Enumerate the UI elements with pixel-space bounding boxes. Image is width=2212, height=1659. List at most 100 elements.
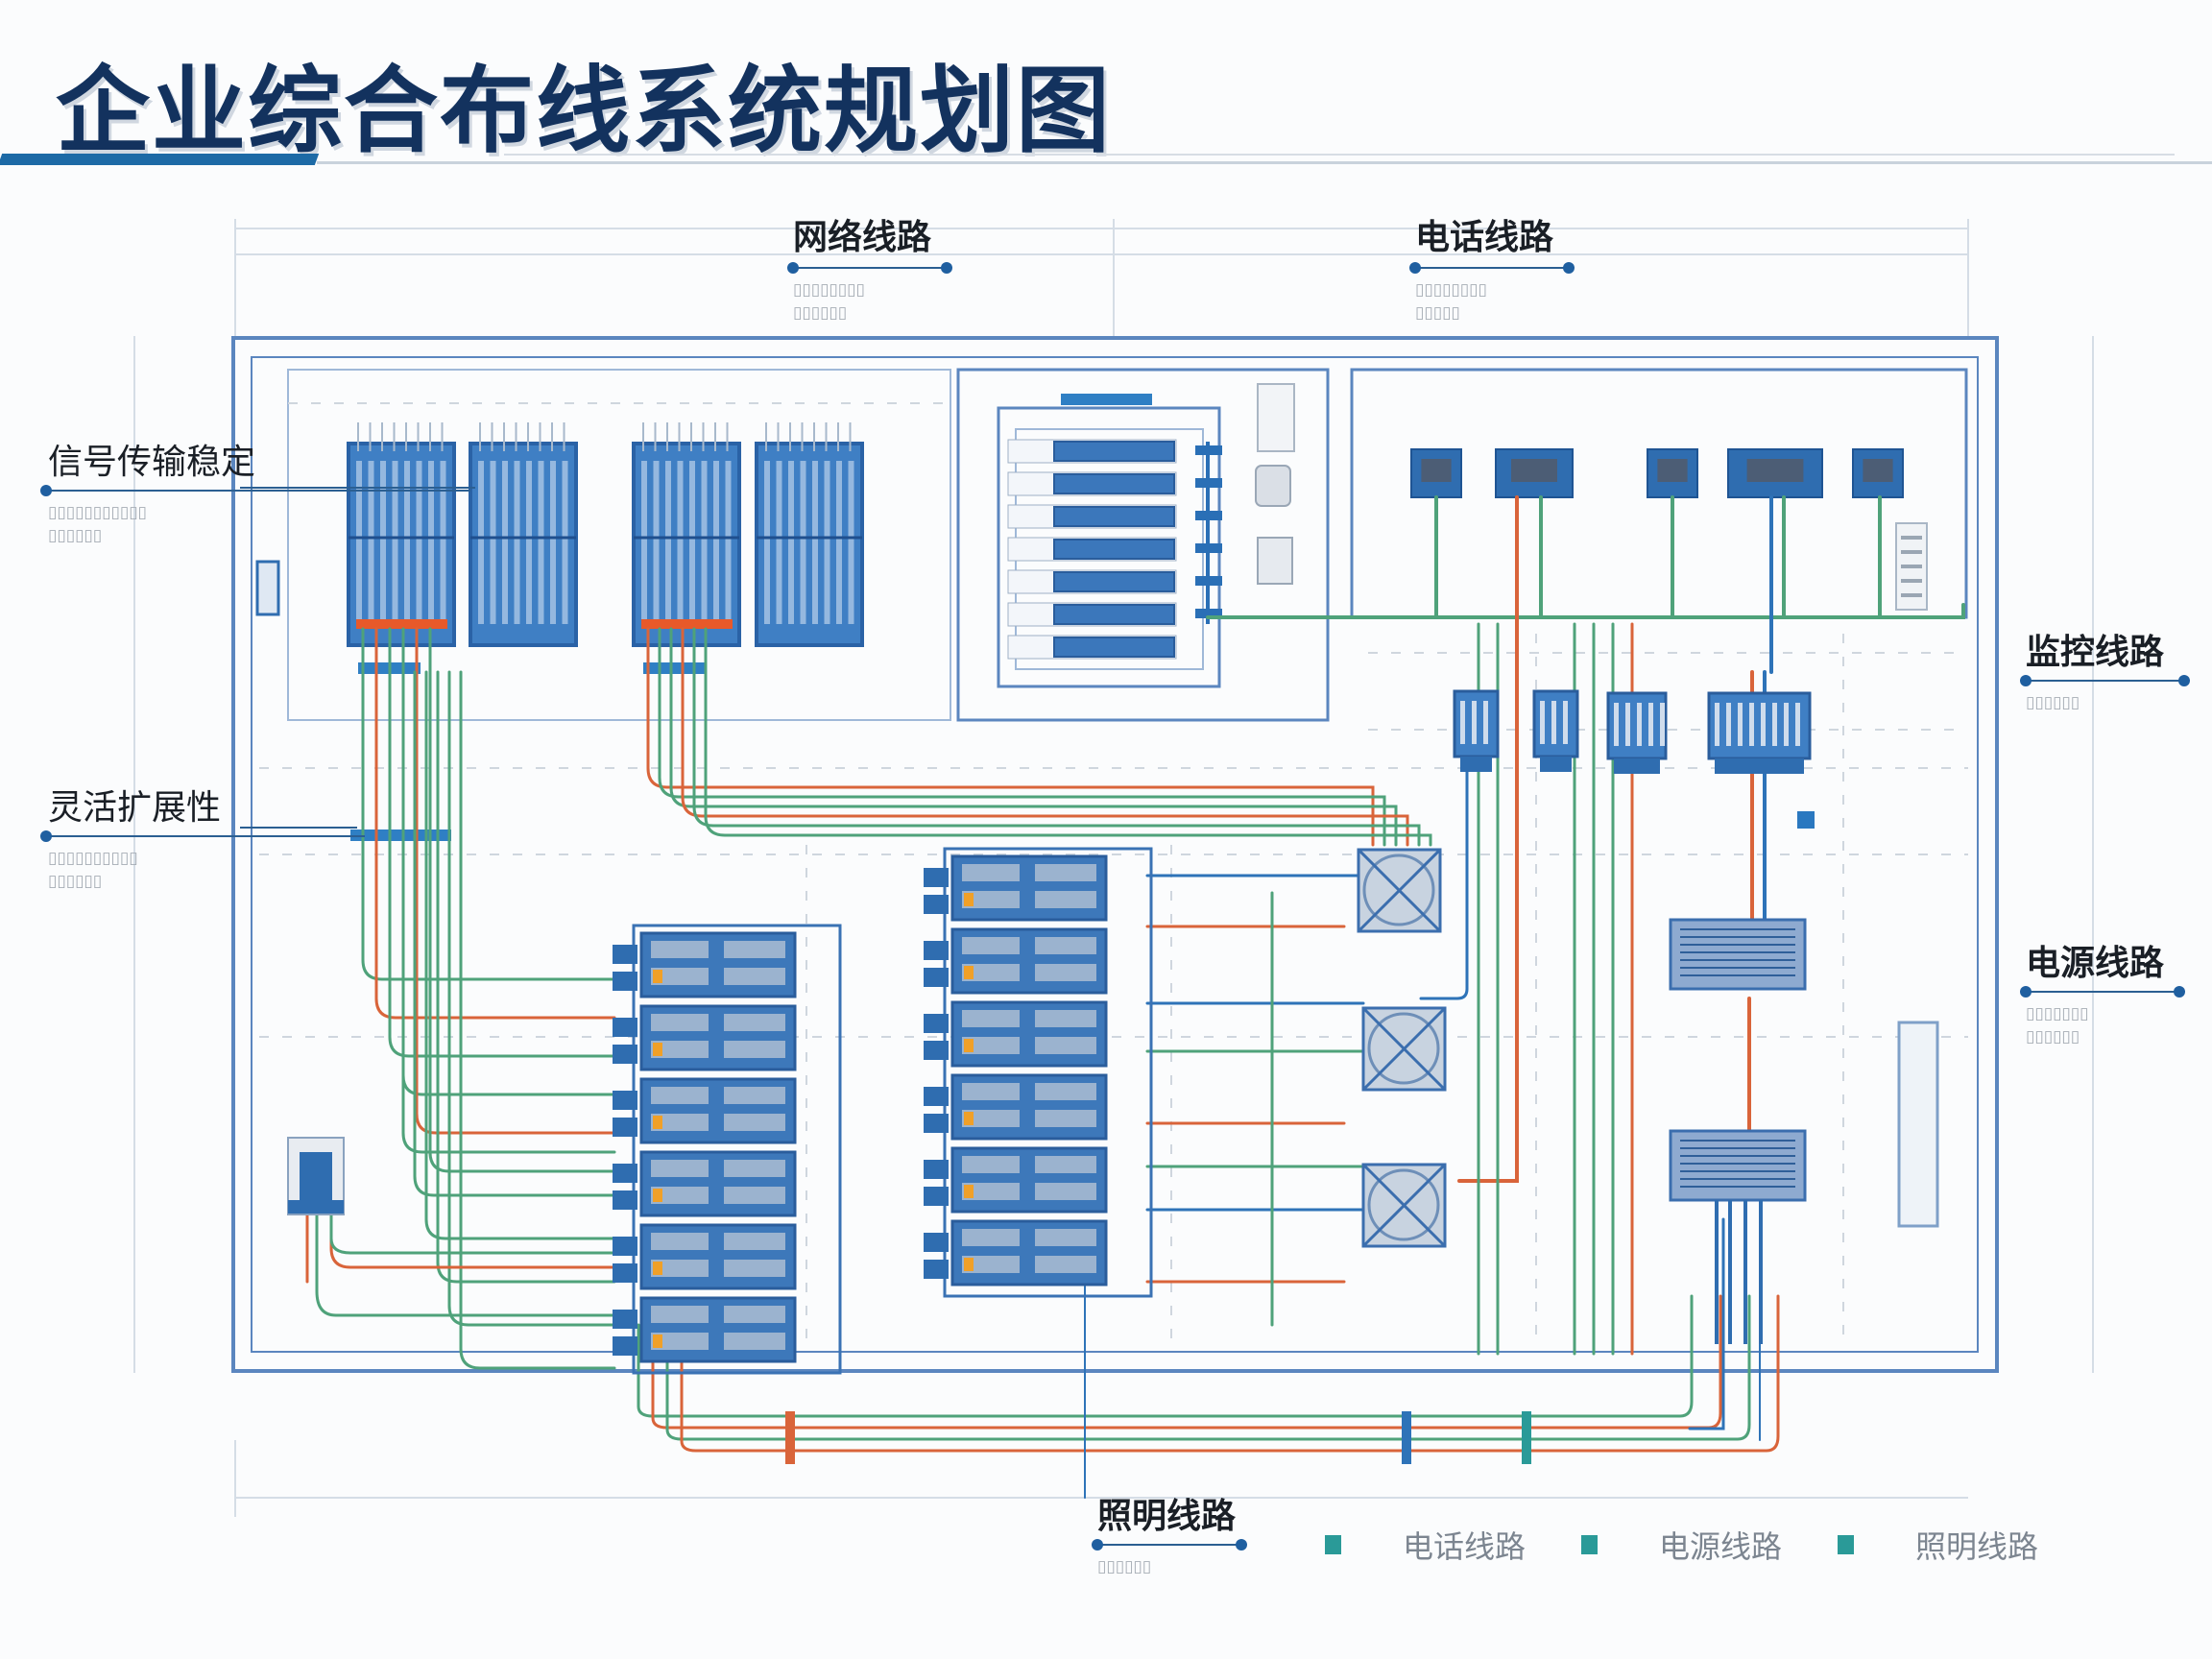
server-bay	[724, 1333, 785, 1350]
port-connector	[924, 1233, 949, 1252]
patch-down-cable	[374, 627, 616, 1020]
legend-label: 电源线路	[1659, 1528, 1783, 1565]
server-bay	[962, 864, 1020, 881]
port-connector	[924, 1014, 949, 1033]
module-slot	[1540, 701, 1545, 744]
cable-clamp	[643, 662, 706, 674]
legend: 电话线路 电源线路 照明线路	[1325, 1523, 2094, 1567]
floor-trunk-cable	[637, 1294, 1694, 1418]
floor-trunk-cable	[651, 1294, 1722, 1430]
fan-unit	[1357, 848, 1442, 933]
patch-panel-body	[755, 442, 864, 647]
fan-cross	[1361, 1006, 1447, 1092]
server-rack-group	[613, 847, 1153, 1375]
rack-unit	[1053, 539, 1175, 560]
monitor-body	[1647, 448, 1698, 498]
module-slot	[1648, 703, 1653, 746]
module-base	[1540, 757, 1572, 772]
network-trunk-cable	[692, 627, 1421, 847]
callout-telephone-title: 电话线路	[1415, 218, 1554, 257]
status-led	[964, 1112, 974, 1125]
patch-port-strip	[764, 461, 770, 624]
callout-monitor-rule	[2020, 675, 2190, 686]
patch-port-strip	[836, 461, 842, 624]
status-led	[964, 1258, 974, 1271]
server-bay	[962, 1083, 1020, 1100]
server-bay	[724, 1233, 785, 1250]
monitor-terminal-group	[1410, 448, 1904, 498]
patch-down-cable	[459, 670, 616, 1370]
module-slot	[1625, 703, 1630, 746]
central-network-rack	[1007, 394, 1222, 660]
server-bay	[1035, 1083, 1096, 1100]
module-body	[1707, 691, 1812, 760]
port-connector	[924, 1087, 949, 1106]
patch-port-strip	[677, 461, 684, 624]
junction-module	[1707, 691, 1812, 774]
monitor-terminal	[1410, 448, 1462, 498]
status-led	[964, 893, 974, 906]
legend-item: 照明线路	[1838, 1523, 2038, 1567]
server-bay	[1035, 1229, 1096, 1246]
patch-down-cable	[447, 670, 616, 1327]
server-bay	[1035, 864, 1096, 881]
legend-label: 电话线路	[1403, 1528, 1527, 1565]
callout-expand-title: 灵活扩展性	[48, 788, 222, 828]
legend-swatch	[1581, 1535, 1599, 1554]
ups-unit	[1255, 465, 1291, 507]
power-panel-group	[1669, 918, 1807, 1344]
floor-trunk-cable	[665, 1294, 1751, 1441]
patch-port-strip	[653, 461, 660, 624]
server-bay	[724, 1306, 785, 1323]
access-panel-base	[288, 1200, 344, 1214]
floor-trunk-cable	[680, 1294, 1780, 1453]
sensor-node	[1797, 811, 1815, 829]
server-bay	[651, 968, 709, 985]
server-bay	[1035, 1156, 1096, 1173]
port-connector	[613, 1237, 637, 1256]
patch-port-strip	[526, 461, 532, 624]
callout-network-rule	[787, 262, 952, 274]
server-bay	[962, 1229, 1020, 1246]
patch-port-strip	[490, 461, 496, 624]
server-bay	[962, 937, 1020, 954]
callout-network-title: 网络线路	[793, 218, 932, 257]
patch-down-cable	[401, 670, 616, 1154]
callout-power-rule	[2020, 986, 2185, 998]
callout-network-note: ▯▯▯▯▯▯▯▯▯▯▯▯▯▯	[793, 280, 865, 323]
server-bay	[724, 1160, 785, 1177]
port-connector	[924, 1260, 949, 1279]
server-bay	[1035, 1110, 1096, 1127]
access-panel-screen	[300, 1152, 332, 1200]
port-connector	[613, 1091, 637, 1110]
server-bay	[724, 1087, 785, 1104]
server-bay	[962, 1037, 1020, 1054]
power-panel	[1669, 1129, 1807, 1202]
junction-module	[1453, 689, 1500, 772]
module-slot	[1660, 703, 1665, 746]
server-bay	[1035, 1037, 1096, 1054]
server-bay	[1035, 1256, 1096, 1273]
status-led	[964, 1185, 974, 1198]
patch-port-strip	[776, 461, 782, 624]
fan-cross	[1357, 848, 1442, 933]
module-slot	[1761, 703, 1766, 746]
server-rack-left	[613, 924, 842, 1375]
port-connector	[613, 1045, 637, 1064]
callout-network: 网络线路 ▯▯▯▯▯▯▯▯▯▯▯▯▯▯	[787, 209, 952, 325]
callout-expand-note: ▯▯▯▯▯▯▯▯▯▯▯▯▯▯▯▯	[48, 849, 138, 891]
status-led	[964, 1039, 974, 1052]
monitor-terminal	[1727, 448, 1823, 498]
power-panel	[1669, 918, 1807, 991]
rack-top-bar	[1061, 394, 1152, 405]
callout-signal-title: 信号传输稳定	[48, 443, 256, 482]
rack-unit	[1053, 441, 1175, 462]
port-connector	[924, 1114, 949, 1133]
status-led	[653, 1334, 662, 1348]
server-bay	[651, 1260, 709, 1277]
server-bay	[651, 1233, 709, 1250]
server-bay	[651, 1014, 709, 1031]
wall-fixtures	[255, 383, 1939, 1228]
module-slot	[1726, 703, 1731, 746]
server-bay	[962, 1110, 1020, 1127]
